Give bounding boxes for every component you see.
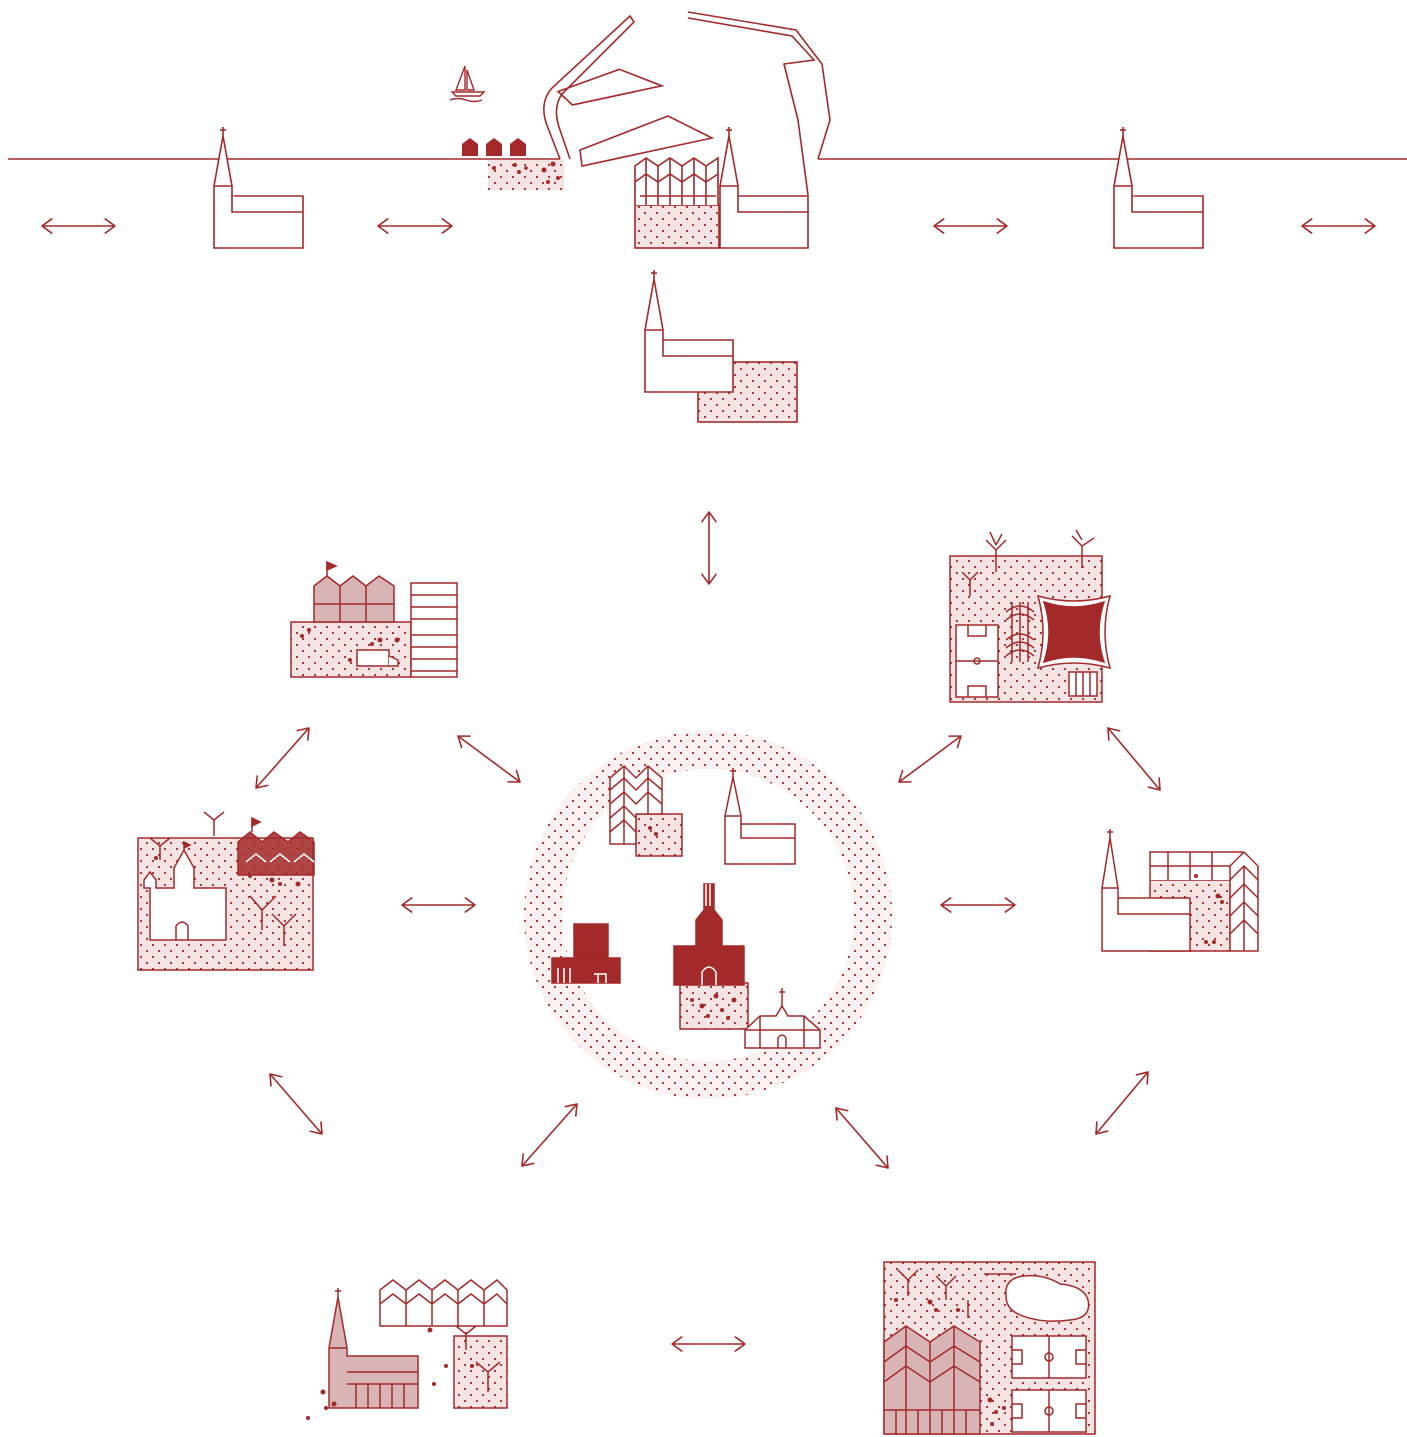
arrow-e-to-se (1095, 1071, 1149, 1135)
arrow-far-west (41, 218, 116, 234)
arrow-nw-to-center (457, 735, 521, 783)
castle-park-icon (137, 811, 315, 971)
arrow-west (377, 218, 453, 234)
central-city-icon (524, 731, 892, 1099)
harbour-town-icon (634, 127, 809, 249)
church-block-east-icon (1101, 829, 1259, 952)
church-square-north-icon (644, 270, 798, 423)
arrow-sw-to-center (521, 1103, 578, 1167)
arrow-north (701, 511, 717, 585)
market-hall-icon (290, 560, 458, 678)
church-west-icon (213, 127, 304, 249)
arrow-w-to-sw (269, 1073, 323, 1135)
arrow-ne-to-center (898, 735, 962, 783)
beach-huts-icon (462, 138, 564, 190)
arrow-nw-to-w (255, 727, 310, 789)
arrow-east (933, 218, 1008, 234)
arrow-w-to-center (401, 897, 476, 913)
church-east-icon (1113, 127, 1204, 249)
church-south-icon (306, 1279, 508, 1420)
arrow-se-to-center (835, 1107, 889, 1169)
arrow-south (671, 1336, 746, 1352)
connection-arrows (41, 218, 1376, 1352)
sailboat-icon (449, 65, 486, 103)
arrow-ne-to-e (1107, 727, 1161, 791)
arrow-e-to-center (940, 897, 1016, 913)
sports-park-south-icon (883, 1261, 1096, 1435)
stadium-park-icon (949, 529, 1112, 703)
arrow-far-east (1301, 218, 1376, 234)
harbour-icon (543, 11, 831, 196)
